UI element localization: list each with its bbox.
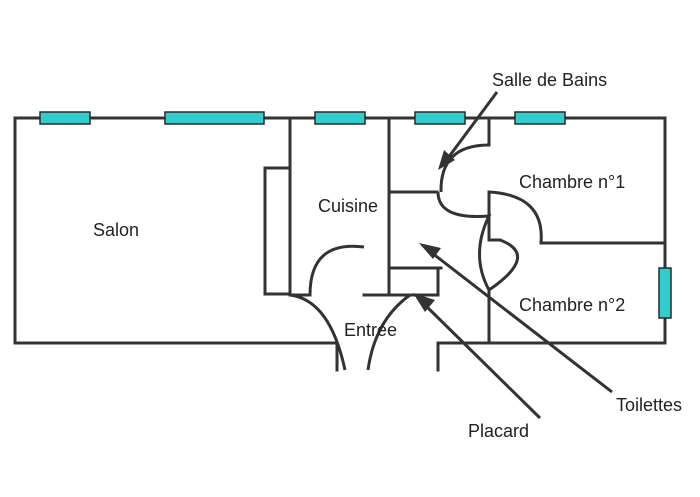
window-cuisine (314, 111, 366, 125)
room-label-chambre1: Chambre n°1 (519, 172, 625, 192)
arrow-salle-de-bains (446, 91, 499, 159)
door-chambre2 (488, 238, 519, 292)
callout-label-placard: Placard (468, 421, 529, 441)
room-label-cuisine: Cuisine (318, 196, 378, 216)
window-salon-2 (164, 111, 265, 125)
callout-arrows (413, 91, 613, 420)
callout-labels: Salle de Bains Toilettes Placard (468, 70, 682, 441)
interior-walls (263, 116, 667, 345)
door-entree-left (289, 293, 347, 371)
door-salle-de-bains (439, 143, 490, 193)
arrow-head-placard (413, 293, 435, 312)
door-chambre1 (488, 190, 543, 244)
room-label-entree: Entrée (344, 320, 397, 340)
windows (39, 111, 672, 319)
room-labels: Salon Cuisine Entrée Chambre n°1 Chambre… (93, 172, 625, 340)
door-toilettes (436, 191, 492, 291)
callout-label-toilettes: Toilettes (616, 395, 682, 415)
arrow-head-salle-de-bains (438, 150, 455, 170)
doors (289, 143, 543, 371)
salon-cabinet (263, 166, 292, 296)
door-cuisine (308, 244, 365, 296)
window-chambre2 (658, 267, 672, 319)
arrow-placard (423, 303, 542, 420)
room-label-chambre2: Chambre n°2 (519, 295, 625, 315)
room-label-salon: Salon (93, 220, 139, 240)
window-salon-1 (39, 111, 91, 125)
arrow-head-toilettes (419, 243, 441, 259)
arrow-toilettes (431, 251, 613, 394)
door-entree-right (366, 293, 411, 371)
window-salle-de-bains (414, 111, 466, 125)
window-chambre1 (514, 111, 566, 125)
callout-label-salle-de-bains: Salle de Bains (492, 70, 607, 90)
